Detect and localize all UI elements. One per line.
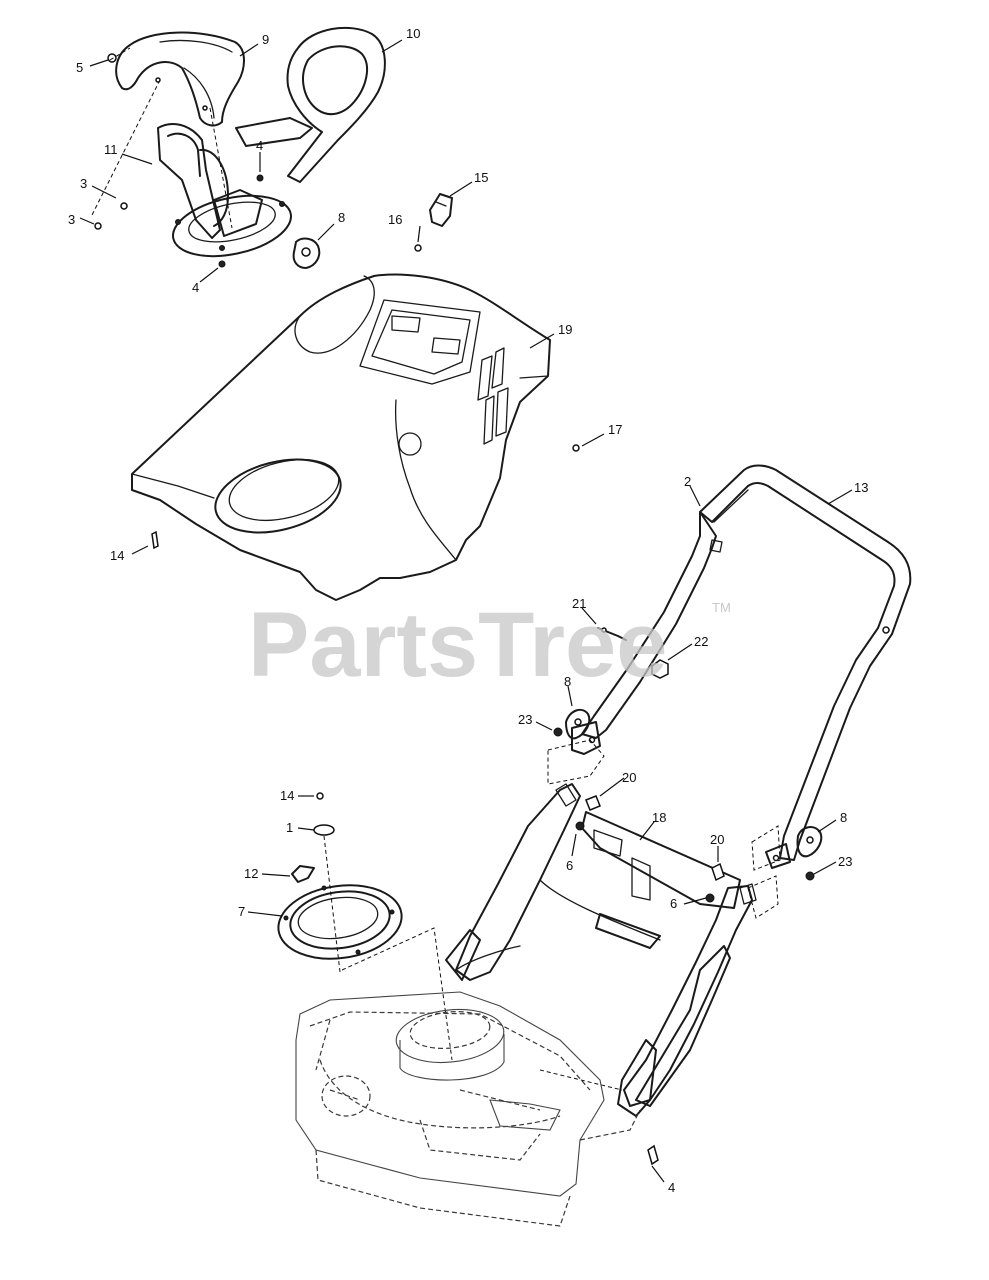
screw-part-14-lower[interactable]: [316, 792, 324, 800]
frame-spring-left: [555, 783, 577, 807]
callout-8-handle-left: 8: [564, 674, 571, 689]
reference-outline-left: [547, 739, 605, 785]
shroud-part-19[interactable]: [131, 273, 551, 601]
callout-3-upper: 3: [80, 176, 87, 191]
chute-base-part-11[interactable]: [157, 123, 297, 266]
handle-bolt-right-part-23[interactable]: [805, 871, 815, 881]
callout-5: 5: [76, 60, 83, 75]
screw-part-14-upper[interactable]: [151, 530, 159, 550]
callout-4-base: 4: [192, 280, 199, 295]
callout-22: 22: [694, 634, 708, 649]
callout-14-upper: 14: [110, 548, 124, 563]
handle-left-tube-part-2[interactable]: [581, 511, 723, 739]
hex-nut-part-6-right[interactable]: [705, 893, 715, 903]
hex-nut-part-22[interactable]: [651, 659, 669, 679]
callout-18: 18: [652, 810, 666, 825]
carriage-bolt-part-20-left[interactable]: [585, 795, 601, 811]
watermark-text: PartsTree: [248, 594, 667, 696]
assembly-reference-lines: [91, 47, 623, 1091]
callout-8-top: 8: [338, 210, 345, 225]
carriage-bolt-part-20-right[interactable]: [711, 862, 725, 882]
callout-10: 10: [406, 26, 420, 41]
lower-handle-frame-part-18[interactable]: [445, 783, 753, 1117]
callout-20-left: 20: [622, 770, 636, 785]
washer-part-1[interactable]: [313, 824, 335, 836]
callout-6-left: 6: [566, 858, 573, 873]
callout-23-left: 23: [518, 712, 532, 727]
screw-part-3-lower[interactable]: [94, 222, 102, 230]
callout-19: 19: [558, 322, 572, 337]
handle-knob-right-part-8[interactable]: [796, 826, 823, 858]
chute-lock-part-15[interactable]: [429, 193, 453, 227]
callout-12: 12: [244, 866, 258, 881]
callout-3-lower: 3: [68, 212, 75, 227]
auger-housing-ghost: [295, 991, 641, 1227]
callout-labels: 5 9 10 11 3 3 4 8 4 16 15 19 17 14 2 13 …: [68, 26, 868, 1195]
chute-knob-part-8-top[interactable]: [292, 237, 321, 269]
handle-bolt-left-part-23[interactable]: [553, 727, 563, 737]
cable-tie-part-21[interactable]: [597, 627, 627, 641]
screw-part-16[interactable]: [414, 244, 422, 252]
handle-bracket-right: [765, 843, 791, 869]
callout-6-right: 6: [670, 896, 677, 911]
callout-2: 2: [684, 474, 691, 489]
watermark-trademark: TM: [712, 600, 731, 615]
nut-part-4-base[interactable]: [218, 260, 226, 268]
handle-knob-left-part-8[interactable]: [565, 708, 591, 740]
hex-nut-part-6-left[interactable]: [575, 821, 585, 831]
upper-handle-part-13[interactable]: [699, 464, 912, 861]
callout-11: 11: [104, 142, 118, 157]
callout-23-right: 23: [838, 854, 852, 869]
clip-part-12[interactable]: [291, 865, 315, 883]
callout-17: 17: [608, 422, 622, 437]
screw-part-17[interactable]: [572, 444, 580, 452]
callout-4-bottom: 4: [668, 1180, 675, 1195]
chute-handle-part-10[interactable]: [235, 26, 386, 183]
bolt-part-4-bottom[interactable]: [647, 1144, 659, 1166]
screw-part-3-upper[interactable]: [120, 202, 128, 210]
callout-16: 16: [388, 212, 402, 227]
nut-part-4-upper[interactable]: [256, 174, 264, 182]
callout-4-upper: 4: [256, 138, 263, 153]
chute-flange-ring-part-7[interactable]: [274, 878, 407, 967]
screw-part-5[interactable]: [107, 53, 117, 63]
callout-13: 13: [854, 480, 868, 495]
callout-21: 21: [572, 596, 586, 611]
frame-spring-right: [739, 883, 757, 905]
callout-15: 15: [474, 170, 488, 185]
partstree-watermark: PartsTree TM: [248, 594, 731, 696]
callout-8-handle-right: 8: [840, 810, 847, 825]
callout-20-right: 20: [710, 832, 724, 847]
chute-deflector-part-9[interactable]: [115, 31, 245, 127]
reference-outline-right: [747, 825, 781, 919]
callout-1: 1: [286, 820, 293, 835]
callout-7: 7: [238, 904, 245, 919]
leader-lines: [79, 39, 853, 1183]
callout-14-lower: 14: [280, 788, 294, 803]
callout-9: 9: [262, 32, 269, 47]
